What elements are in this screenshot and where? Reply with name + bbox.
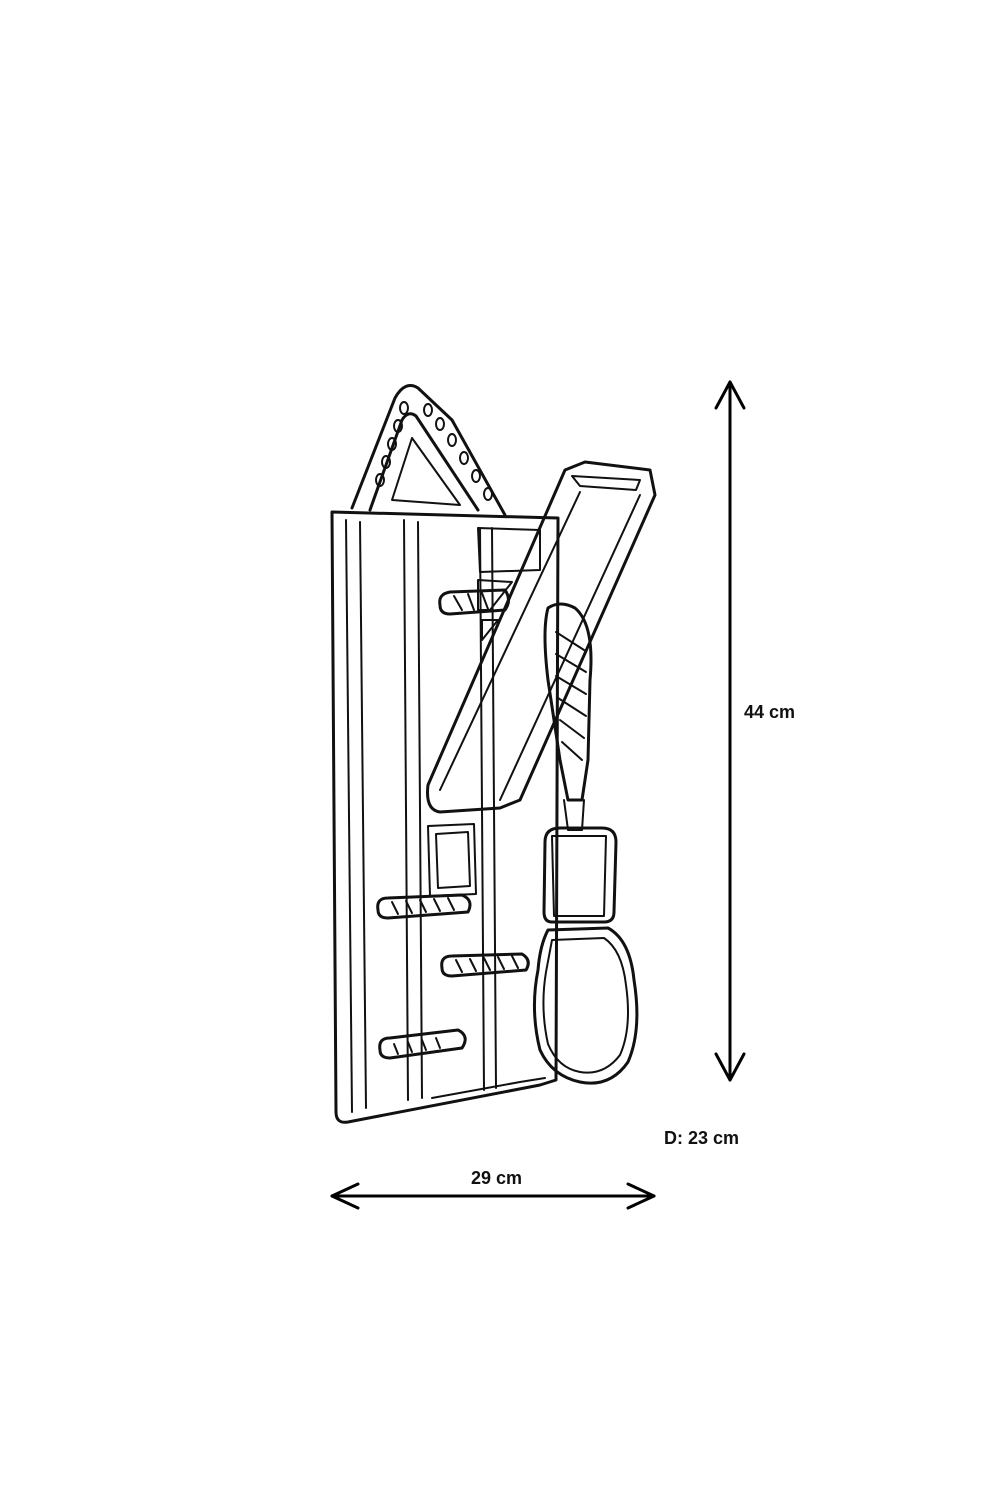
- depth-label: D: 23 cm: [664, 1128, 740, 1148]
- peg-2: [440, 952, 530, 978]
- height-label: 44 cm: [744, 702, 796, 722]
- peg-3: [378, 1028, 467, 1060]
- diagonal-bar: [426, 460, 657, 814]
- upper-peg: [438, 588, 510, 616]
- hanging-brush: [532, 602, 639, 1085]
- peg-1: [376, 893, 472, 920]
- height-arrow: [714, 380, 746, 1082]
- back-board: [330, 510, 560, 1124]
- lower-window: [427, 823, 477, 897]
- width-arrow: [330, 1182, 656, 1210]
- hanging-rope: [350, 384, 507, 517]
- width-label: 29 cm: [471, 1168, 523, 1188]
- upper-window: [477, 527, 541, 641]
